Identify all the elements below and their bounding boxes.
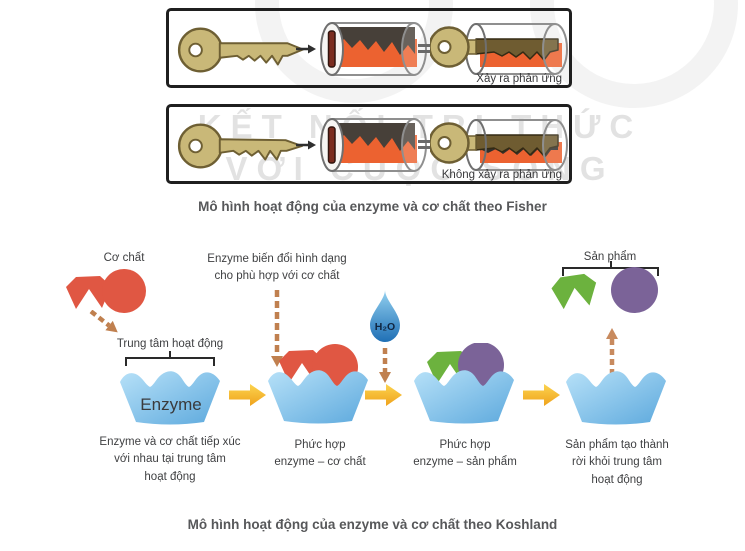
insert-arrow-icon bbox=[296, 140, 316, 150]
enzyme-change-label: Enzyme biến đổi hình dạng cho phù hợp vớ… bbox=[207, 253, 347, 283]
stage-caption-4: Sản phẩm tạo thành rời khỏi trung tâm ho… bbox=[565, 439, 669, 486]
water-droplet-icon: H₂O bbox=[370, 290, 400, 342]
koshland-caption: Mô hình hoạt động của enzyme và cơ chất … bbox=[187, 517, 558, 532]
product-bracket bbox=[562, 261, 659, 276]
step-arrow-icon bbox=[365, 384, 402, 406]
reaction-result-label: Xảy ra phản ứng bbox=[476, 73, 562, 85]
enzyme-product-complex bbox=[414, 343, 514, 424]
active-site-bracket bbox=[125, 351, 215, 366]
enzyme-bowl: Enzyme bbox=[120, 371, 220, 425]
lock-cylinder-icon bbox=[320, 118, 427, 172]
equals-icon bbox=[418, 44, 431, 53]
insert-arrow-icon bbox=[296, 44, 316, 54]
lock-cylinder-icon bbox=[320, 22, 427, 76]
step-arrow-icon bbox=[229, 384, 266, 406]
equals-icon bbox=[418, 140, 431, 149]
substrate-label: Cơ chất bbox=[103, 252, 145, 264]
active-site-label: Trung tâm hoạt động bbox=[116, 338, 224, 350]
key-icon bbox=[177, 27, 304, 73]
key-in-lock-match-icon bbox=[430, 23, 568, 75]
key-icon bbox=[177, 123, 303, 169]
stage-caption-2: Phức hợp enzyme – cơ chất bbox=[274, 439, 366, 469]
stage-caption-1: Enzyme và cơ chất tiếp xúc với nhau tại … bbox=[99, 436, 241, 483]
water-label: H₂O bbox=[375, 321, 395, 333]
stage-caption-3: Phức hợp enzyme – sản phẩm bbox=[413, 439, 517, 469]
enzyme-bowl-empty bbox=[566, 371, 666, 425]
down-dashed-arrow-icon bbox=[271, 290, 283, 367]
up-dashed-arrow-icon bbox=[606, 328, 618, 373]
step-arrow-icon bbox=[523, 384, 560, 406]
down-dashed-arrow-icon bbox=[379, 348, 391, 383]
fisher-panel-mismatch: Không xảy ra phản ứng bbox=[166, 104, 572, 184]
product-purple-shape bbox=[611, 267, 658, 313]
reaction-result-label: Không xảy ra phản ứng bbox=[441, 169, 562, 181]
enzyme-substrate-complex bbox=[268, 344, 368, 424]
product-label: Sản phẩm bbox=[583, 251, 637, 263]
key-in-lock-mismatch-icon bbox=[430, 119, 568, 171]
enzyme-label: Enzyme bbox=[140, 395, 201, 414]
product-green-shape bbox=[550, 272, 599, 311]
fisher-caption: Mô hình hoạt động của enzyme và cơ chất … bbox=[198, 199, 547, 214]
substrate-shape bbox=[66, 269, 146, 313]
fisher-panel-match: Xảy ra phản ứng bbox=[166, 8, 572, 88]
diagonal-dashed-arrow-icon bbox=[89, 310, 118, 333]
